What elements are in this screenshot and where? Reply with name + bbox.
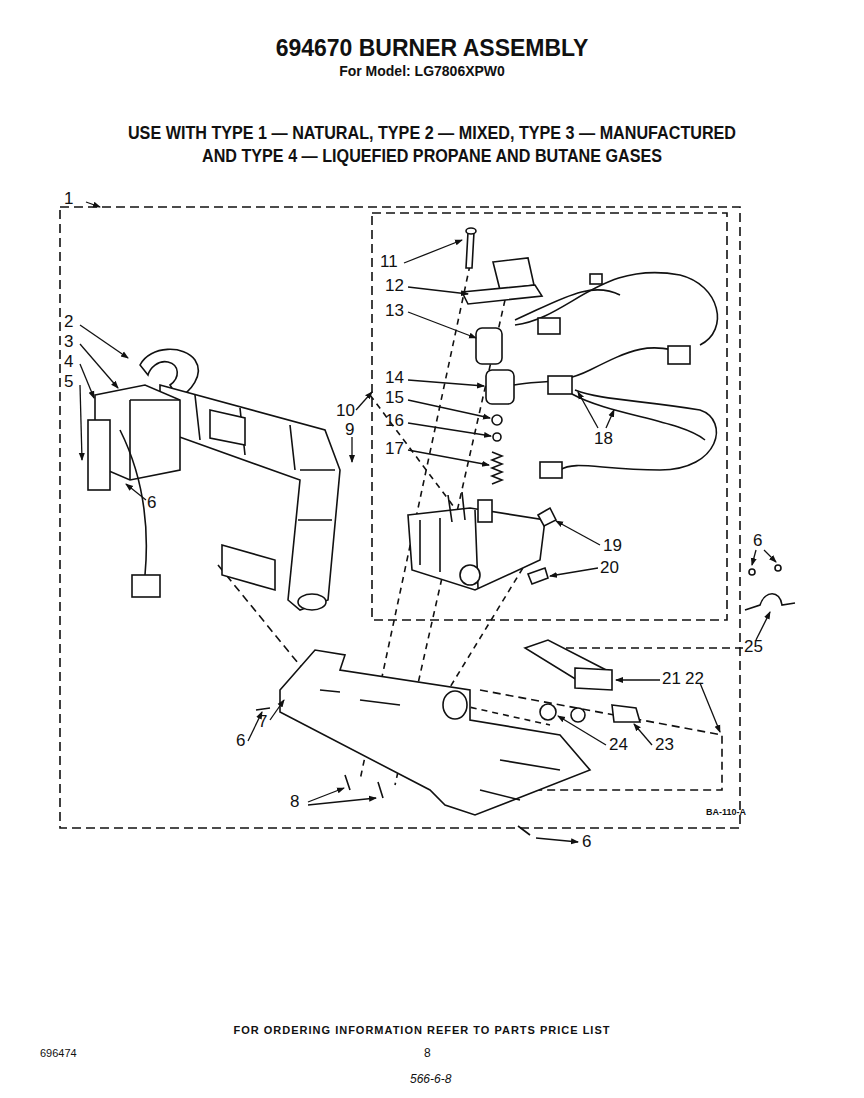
callout-number: 17 — [385, 440, 404, 459]
handwritten-note: 566-6-8 — [410, 1073, 451, 1086]
callout-number: 6 — [236, 732, 245, 751]
gas-type-note: USE WITH TYPE 1 — NATURAL, TYPE 2 — MIXE… — [126, 122, 738, 168]
callout-number: 14 — [385, 369, 404, 388]
callout-number: 3 — [64, 333, 73, 352]
ordering-note: FOR ORDERING INFORMATION REFER TO PARTS … — [234, 1024, 611, 1036]
model-text: For Model: LG7806XPW0 — [339, 64, 505, 79]
drawing-code: BA-110-A — [706, 808, 746, 818]
callout-number: 16 — [385, 412, 404, 431]
diagram-title: 694670 BURNER ASSEMBLY — [276, 36, 589, 61]
callout-number: 20 — [600, 559, 619, 578]
callout-number: 6 — [147, 494, 156, 513]
callout-number: 9 — [345, 421, 354, 440]
callout-number: 6 — [582, 833, 591, 852]
callout-number: 4 — [64, 353, 73, 372]
callout-number: 6 — [753, 532, 762, 551]
callout-number: 24 — [609, 736, 628, 755]
page-number: 8 — [424, 1047, 431, 1060]
callout-number: 23 — [655, 736, 674, 755]
callout-number: 7 — [258, 713, 267, 732]
callout-number: 18 — [594, 430, 613, 449]
callout-number: 25 — [744, 638, 763, 657]
callout-number: 5 — [64, 373, 73, 392]
callout-number: 10 — [336, 402, 355, 421]
callout-number: 11 — [380, 253, 398, 272]
callout-number: 21 — [662, 670, 681, 689]
callout-number: 22 — [685, 670, 704, 689]
callout-number: 1 — [64, 190, 73, 209]
callout-number: 19 — [603, 537, 622, 556]
page-code: 696474 — [40, 1047, 77, 1059]
callout-number: 8 — [290, 793, 299, 812]
callout-number: 12 — [385, 277, 404, 296]
callout-number: 2 — [64, 313, 73, 332]
callout-number: 13 — [385, 302, 404, 321]
callout-number: 15 — [385, 389, 404, 408]
